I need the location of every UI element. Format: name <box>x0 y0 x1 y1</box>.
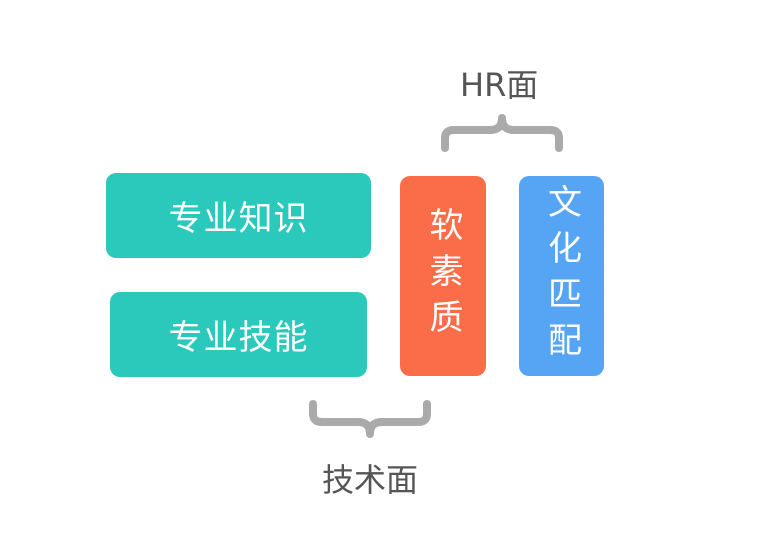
hr-interview-label: HR面 <box>460 66 539 104</box>
professional-skills-box: 专业技能 <box>110 292 367 377</box>
professional-knowledge-label: 专业知识 <box>168 199 309 239</box>
culture-fit-label: 文化匹配 <box>541 184 582 368</box>
soft-skills-label: 软素质 <box>423 207 463 345</box>
hr-brace-icon <box>441 114 563 152</box>
soft-skills-box: 软素质 <box>400 176 486 376</box>
professional-knowledge-box: 专业知识 <box>106 173 371 258</box>
professional-skills-label: 专业技能 <box>168 318 309 358</box>
technical-brace-icon <box>309 400 431 438</box>
technical-interview-label: 技术面 <box>322 461 419 499</box>
culture-fit-box: 文化匹配 <box>519 176 604 376</box>
